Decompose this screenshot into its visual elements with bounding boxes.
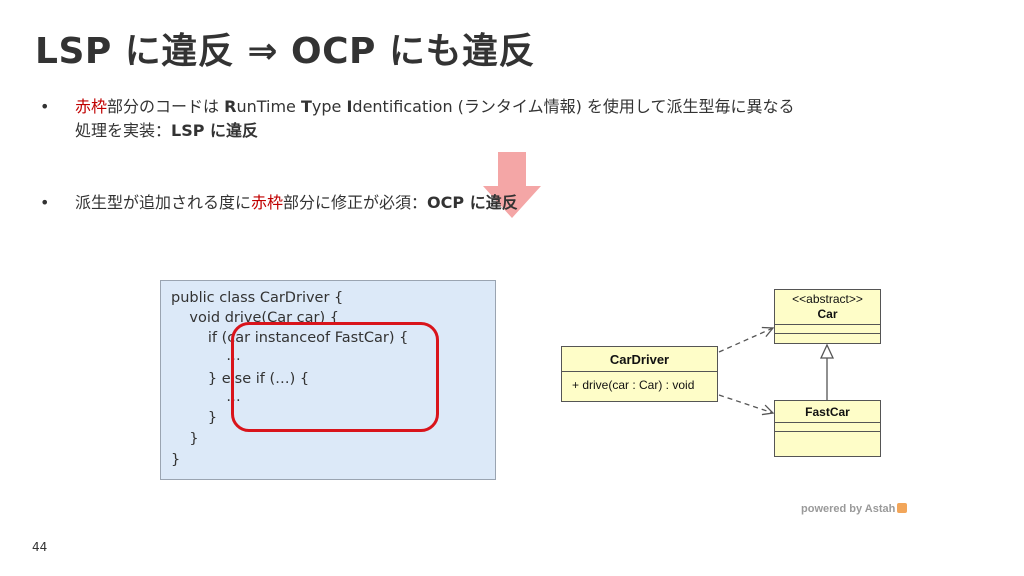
uml-class-header: <<abstract>> Car — [775, 290, 880, 325]
code-line: } else if (…) { — [171, 371, 310, 387]
bullet-marker: • — [40, 193, 50, 212]
bullet-2-text-part: 部分に修正が必須： — [283, 193, 428, 212]
bullet-1-text-part: dentification (ランタイム情報) を使用して派生型毎に異なる — [352, 97, 795, 116]
ocp-violation-label: OCP に違反 — [427, 193, 518, 212]
bullet-1-text-part: ype — [311, 97, 347, 116]
bullet-1-text-part: unTime — [236, 97, 301, 116]
bold-letter-t: T — [300, 97, 312, 116]
bullet-1-line-1: 赤枠部分のコードは RunTime Type Identification (ラ… — [75, 95, 975, 119]
uml-class-fastcar: FastCar — [774, 400, 881, 457]
lsp-violation-label: LSP に違反 — [171, 121, 259, 140]
astah-logo-icon — [897, 503, 908, 513]
code-block: public class CarDriver { void drive(Car … — [160, 280, 496, 480]
bullet-2-text: 派生型が追加される度に赤枠部分に修正が必須：OCP に違反 — [75, 191, 975, 215]
dependency-arrow-car — [718, 328, 773, 353]
code-line: } — [171, 452, 181, 468]
uml-class-cardriver: CarDriver + drive(car : Car) : void — [561, 346, 718, 402]
bullet-1-text-part: 処理を実装： — [75, 121, 172, 140]
powered-by-text: powered by Astah — [801, 503, 896, 515]
uml-stereotype: <<abstract>> — [792, 292, 863, 306]
bullet-1-line-2: 処理を実装：LSP に違反 — [75, 119, 975, 143]
red-frame-term: 赤枠 — [75, 97, 108, 116]
bullet-marker: • — [40, 97, 50, 116]
code-line: } — [171, 431, 199, 447]
page-number: 44 — [32, 540, 48, 554]
red-highlight-frame — [231, 322, 439, 432]
uml-attributes-section — [775, 423, 880, 432]
uml-operation: + drive(car : Car) : void — [572, 378, 695, 392]
uml-class-car: <<abstract>> Car — [774, 289, 881, 344]
red-frame-term: 赤枠 — [251, 193, 284, 212]
uml-class-name: Car — [817, 307, 838, 321]
down-arrow-icon — [483, 152, 541, 218]
bold-letter-r: R — [224, 97, 237, 116]
bullet-1-text: 赤枠部分のコードは RunTime Type Identification (ラ… — [75, 95, 975, 143]
generalization-arrowhead — [819, 343, 835, 359]
dependency-arrow-fastcar — [718, 394, 773, 413]
bullet-1-text-part: 部分のコードは — [107, 97, 225, 116]
code-line: public class CarDriver { — [171, 290, 344, 306]
slide-title: LSP に違反 ⇒ OCP にも違反 — [35, 31, 535, 72]
code-line: } — [171, 410, 218, 426]
bold-letter-i: I — [346, 97, 353, 116]
uml-attributes-section — [775, 325, 880, 334]
uml-class-name: CarDriver — [562, 347, 717, 372]
astah-credit: powered by Astah — [801, 503, 908, 515]
bullet-2-text-part: 派生型が追加される度に — [75, 193, 252, 212]
uml-class-name: FastCar — [775, 401, 880, 423]
